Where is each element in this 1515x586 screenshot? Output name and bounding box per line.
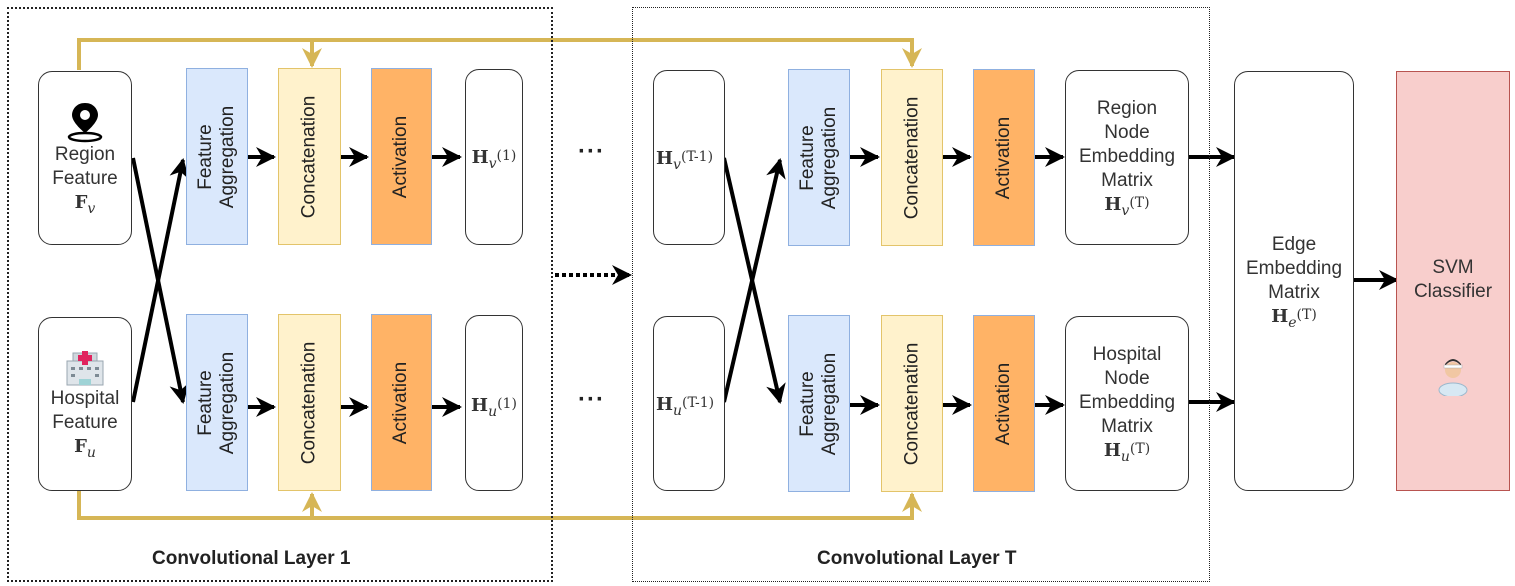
layer-1-label: Convolutional Layer 1 xyxy=(152,548,351,569)
layer-t-label: Convolutional Layer T xyxy=(817,548,1017,569)
text-line: Node xyxy=(1104,122,1150,143)
layer-1-box xyxy=(7,7,553,582)
region-embedding-symbol: Hv(T) xyxy=(1104,194,1150,219)
hospital-embedding-symbol: Hu(T) xyxy=(1103,440,1151,465)
text-line: Edge xyxy=(1271,233,1317,255)
hospital-output-layer1: Hu(1) xyxy=(465,315,523,491)
text-line: Embedding xyxy=(1245,257,1343,279)
region-feature-node: Region Feature Fv xyxy=(38,71,132,245)
activation-block: Activation xyxy=(371,314,432,491)
edge-embedding-matrix: Edge Embedding Matrix He(T) xyxy=(1234,71,1354,491)
region-feature-line: Feature xyxy=(52,167,118,189)
concatenation-block: Concatenation xyxy=(278,314,341,491)
hospital-feature-node: Hospital Feature Fu xyxy=(38,317,132,491)
cross-arrow xyxy=(722,158,786,403)
hospital-input-layerT: Hu(T-1) xyxy=(653,316,725,491)
concatenation-block: Concatenation xyxy=(881,69,943,246)
activation-block: Activation xyxy=(973,315,1035,492)
text-line: Region xyxy=(1096,98,1158,119)
cross-arrow xyxy=(131,158,190,403)
ellipsis: ··· xyxy=(578,386,605,413)
skip-connection-top xyxy=(77,38,922,70)
text-line: Classifier xyxy=(1413,281,1493,302)
hospital-icon xyxy=(66,350,104,385)
layer-t-box xyxy=(632,7,1210,582)
edge-embedding-symbol: He(T) xyxy=(1271,305,1317,331)
concatenation-block: Concatenation xyxy=(881,315,943,492)
region-output-layer1: Hv(1) xyxy=(465,69,523,245)
doctor-icon xyxy=(1438,359,1468,396)
svm-classifier: SVM Classifier xyxy=(1396,71,1510,491)
text-line: Hospital xyxy=(1092,344,1162,365)
region-node-embedding-matrix: Region Node Embedding Matrix Hv(T) xyxy=(1065,70,1189,245)
skip-connection-bottom xyxy=(77,490,922,520)
ellipsis: ··· xyxy=(578,138,605,165)
text-line: SVM xyxy=(1432,257,1474,278)
hospital-feature-line: Hospital xyxy=(50,387,120,409)
hospital-node-embedding-matrix: Hospital Node Embedding Matrix Hu(T) xyxy=(1065,316,1189,491)
text-line: Embedding xyxy=(1078,392,1176,413)
text-line: Matrix xyxy=(1268,281,1320,303)
activation-block: Activation xyxy=(973,69,1035,246)
text-line: Embedding xyxy=(1078,146,1176,167)
region-feature-line: Region xyxy=(54,143,116,165)
concatenation-block: Concatenation xyxy=(278,68,341,245)
region-input-layerT: Hv(T-1) xyxy=(653,70,725,245)
region-feature-symbol: Fv xyxy=(74,191,96,217)
hospital-feature-symbol: Fu xyxy=(74,435,96,461)
text-line: Node xyxy=(1104,368,1150,389)
activation-block: Activation xyxy=(371,68,432,245)
text-line: Matrix xyxy=(1101,416,1153,437)
hospital-feature-line: Feature xyxy=(52,411,118,433)
location-pin-icon xyxy=(67,102,103,142)
text-line: Matrix xyxy=(1101,170,1153,191)
